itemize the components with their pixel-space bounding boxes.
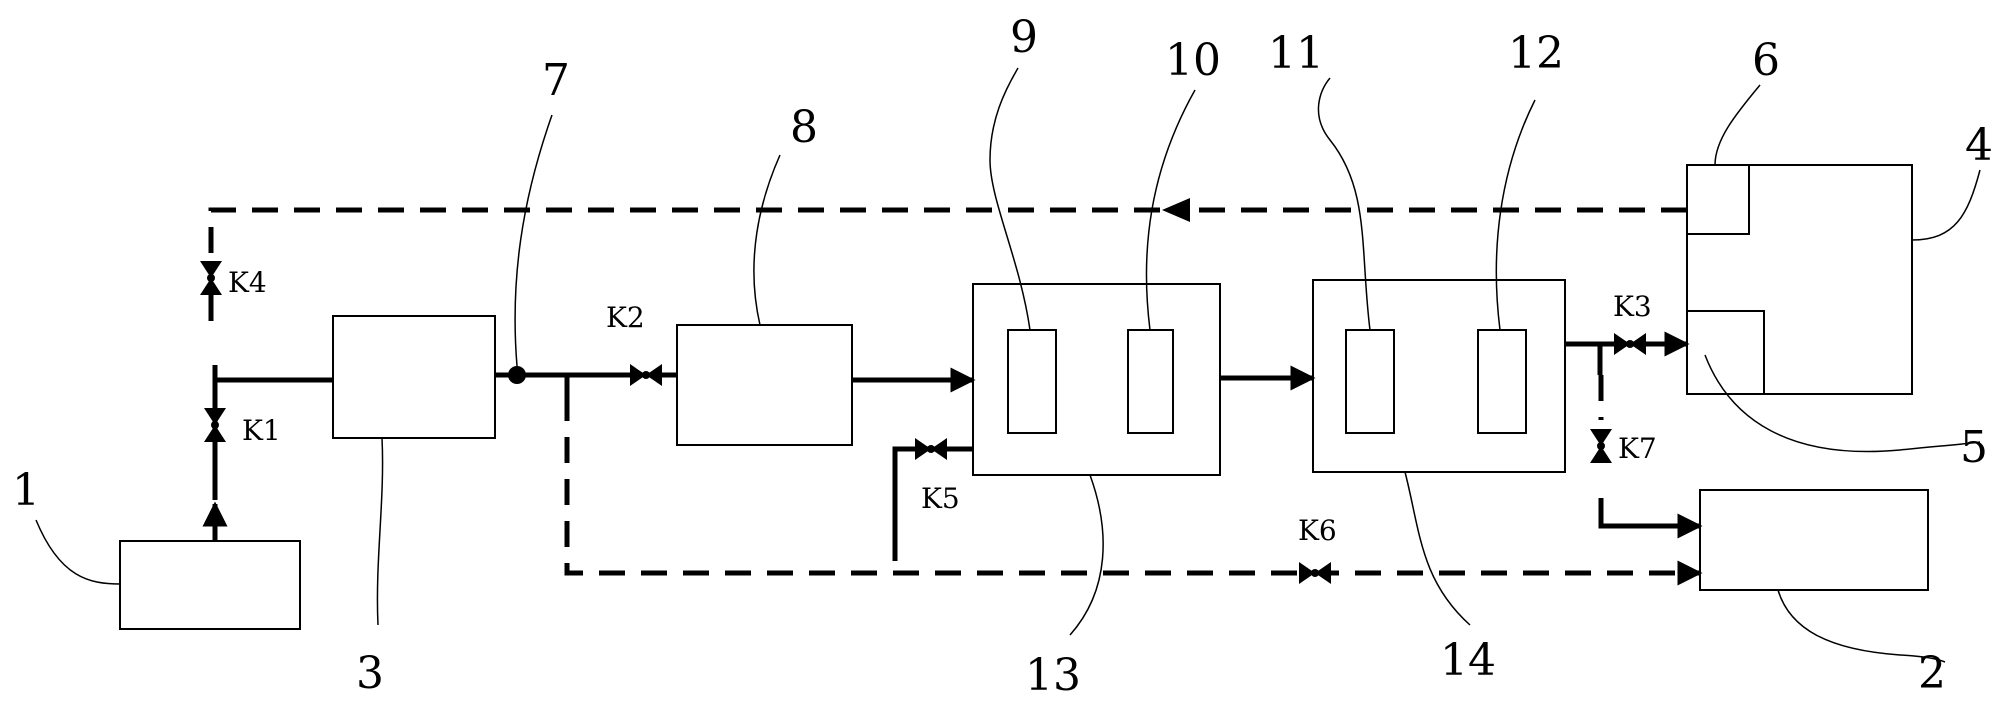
leader-3 <box>376 437 384 626</box>
leader-11 <box>1317 77 1371 331</box>
leader-1 <box>35 519 121 585</box>
element-9-box <box>1007 329 1057 434</box>
valve-k2[interactable] <box>630 364 662 386</box>
label-11: 11 <box>1268 28 1324 79</box>
label-5: 5 <box>1960 422 1988 473</box>
return-arrow <box>1162 198 1190 222</box>
unit-4-box <box>1686 164 1913 395</box>
unit-1-box <box>119 540 301 630</box>
leader-6 <box>1714 84 1761 166</box>
valve-k3[interactable] <box>1614 333 1646 355</box>
valve-label-k6: K6 <box>1298 514 1337 547</box>
valve-k1[interactable] <box>204 408 226 442</box>
label-1: 1 <box>12 465 40 516</box>
label-9: 9 <box>1010 12 1038 63</box>
label-7: 7 <box>542 55 570 106</box>
label-12: 12 <box>1508 28 1564 79</box>
unit-14-box <box>1312 279 1566 473</box>
element-10-box <box>1127 329 1174 434</box>
valve-label-k4: K4 <box>228 266 267 299</box>
leader-7 <box>514 114 553 367</box>
valve-label-k7: K7 <box>1618 432 1657 465</box>
unit-2-box <box>1699 489 1929 591</box>
leader-9 <box>989 67 1031 331</box>
element-6-box <box>1686 164 1750 235</box>
unit-8-box <box>676 324 853 446</box>
label-10: 10 <box>1165 35 1221 86</box>
valve-label-k1: K1 <box>242 414 281 447</box>
valve-k6[interactable] <box>1299 562 1331 584</box>
label-2: 2 <box>1918 648 1946 699</box>
label-14: 14 <box>1440 635 1496 686</box>
leader-2 <box>1777 589 1946 663</box>
unit-13-box <box>972 283 1221 476</box>
leader-14 <box>1404 471 1471 626</box>
label-8: 8 <box>790 102 818 153</box>
leader-13 <box>1069 474 1104 636</box>
dashed-return-line-2 <box>208 207 1160 260</box>
pipe-k7-to-2 <box>1598 498 1703 539</box>
valve-label-k5: K5 <box>921 482 960 515</box>
dashed-bypass-down <box>564 395 1703 586</box>
valve-k4[interactable] <box>200 261 222 295</box>
element-5-box <box>1687 310 1765 394</box>
valve-label-k3: K3 <box>1613 290 1652 323</box>
label-4: 4 <box>1965 120 1993 171</box>
unit-3-box <box>332 315 496 439</box>
leader-5 <box>1704 354 1981 453</box>
leader-12 <box>1495 99 1536 331</box>
leader-10 <box>1145 89 1196 331</box>
valve-k5[interactable] <box>915 438 947 460</box>
valve-k7[interactable] <box>1590 429 1612 463</box>
element-11-box <box>1345 329 1395 434</box>
label-13: 13 <box>1025 650 1081 701</box>
valve-label-k2: K2 <box>606 301 645 334</box>
label-3: 3 <box>356 648 384 699</box>
leader-4 <box>1911 169 1981 241</box>
label-6: 6 <box>1752 35 1780 86</box>
leader-8 <box>753 154 781 326</box>
element-12-box <box>1477 329 1527 434</box>
